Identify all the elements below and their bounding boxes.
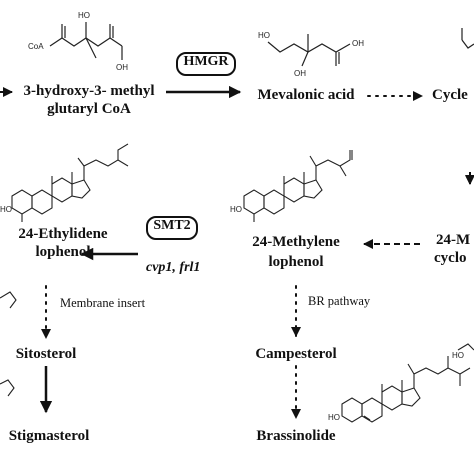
mevalonic-acid-structure: HO OH OH [258,31,364,78]
campesterol-label: Campesterol [255,346,337,362]
sitosterol-label: Sitosterol [15,346,77,362]
methylene-lophenol-label-line1: 24-Methylene [252,234,340,250]
stigmasterol-label: Stigmasterol [8,428,90,444]
ethylidene-lophenol-label-line2: lophenol [35,244,91,260]
right-compound-label-line2-partial: cyclo [434,250,467,266]
ho-atom-label: HO [78,11,90,20]
campesterol-structure: HO [328,356,471,423]
oh-atom-label: OH [352,39,364,48]
ho-atom-label: HO [0,205,12,214]
ethylidene-lophenol-structure: HO [0,143,129,222]
partial-structure-top-right [461,28,474,49]
ho-atom-label: HO [258,31,270,40]
cycloartenol-label-partial: Cycle [432,87,468,103]
methylene-lophenol-structure: HO [230,150,353,222]
partial-structure-right-mid: HO [452,175,474,360]
membrane-insert-annotation: Membrane insert [60,296,146,310]
hmgr-enzyme-badge: HMGR [176,52,236,76]
ho-atom-label: HO [230,205,242,214]
right-compound-label-line1-partial: 24-M [436,232,471,248]
mevalonic-acid-label: Mevalonic acid [257,87,355,103]
coa-atom-label: CoA [28,42,44,51]
br-pathway-annotation: BR pathway [308,294,371,308]
mutant-names-label: cvp1, frl1 [146,260,201,275]
smt2-enzyme-badge: SMT2 [146,216,198,240]
methylene-lophenol-label-line2: lophenol [268,254,324,270]
oh-atom-label: OH [116,63,128,72]
ho-atom-label: HO [328,413,340,422]
oh-atom-label: OH [294,69,306,78]
brassinolide-label: Brassinolide [256,428,336,444]
hmg-coa-label-line2: glutaryl CoA [47,101,131,117]
ho-atom-label: HO [452,351,464,360]
partial-structure-left-bottom [0,291,17,397]
ethylidene-lophenol-label-line1: 24-Ethylidene [18,226,108,242]
hmg-coa-structure: CoA HO OH [28,11,128,72]
hmg-coa-label-line1: 3-hydroxy-3- methyl [23,83,155,99]
